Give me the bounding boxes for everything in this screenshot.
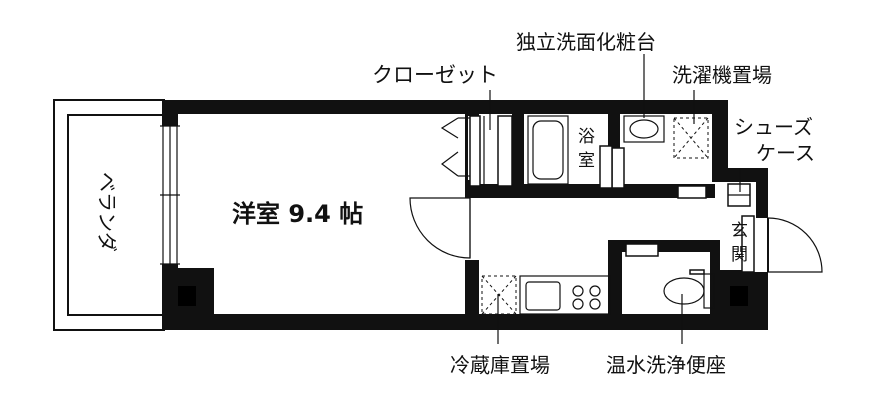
balcony-window [160,125,180,265]
shoe-case-label-line2: ケース [756,141,815,165]
western-room-label: 洋室 9.4 帖 [232,200,363,228]
washer-space-label: 洗濯機置場 [672,63,772,87]
fridge-space [481,275,517,315]
kitchen-counter [519,275,611,315]
vanity-sink [623,115,665,143]
vanity-label: 独立洗面化粧台 [516,30,656,54]
entrance-label-2: 関 [731,245,748,265]
bathroom-label-2: 室 [578,151,595,171]
bathtub [527,115,569,185]
washer-space [673,117,709,159]
bathroom-label-1: 浴 [578,127,595,147]
entrance-label-1: 玄 [731,221,748,241]
closet-label: クローゼット [372,63,498,87]
veranda-label: ベランダ [95,172,119,252]
bathroom-door [611,147,625,189]
toilet-label: 温水洗浄便座 [606,353,726,377]
fridge-space-label: 冷蔵庫置場 [450,353,550,377]
room-door [409,197,482,260]
closet-doors [440,115,513,187]
shoe-case-label-line1: シューズ [734,115,813,139]
shoe-case [727,183,751,207]
toilet [663,269,715,309]
entrance-door [741,215,823,273]
leader-lines [489,54,741,344]
